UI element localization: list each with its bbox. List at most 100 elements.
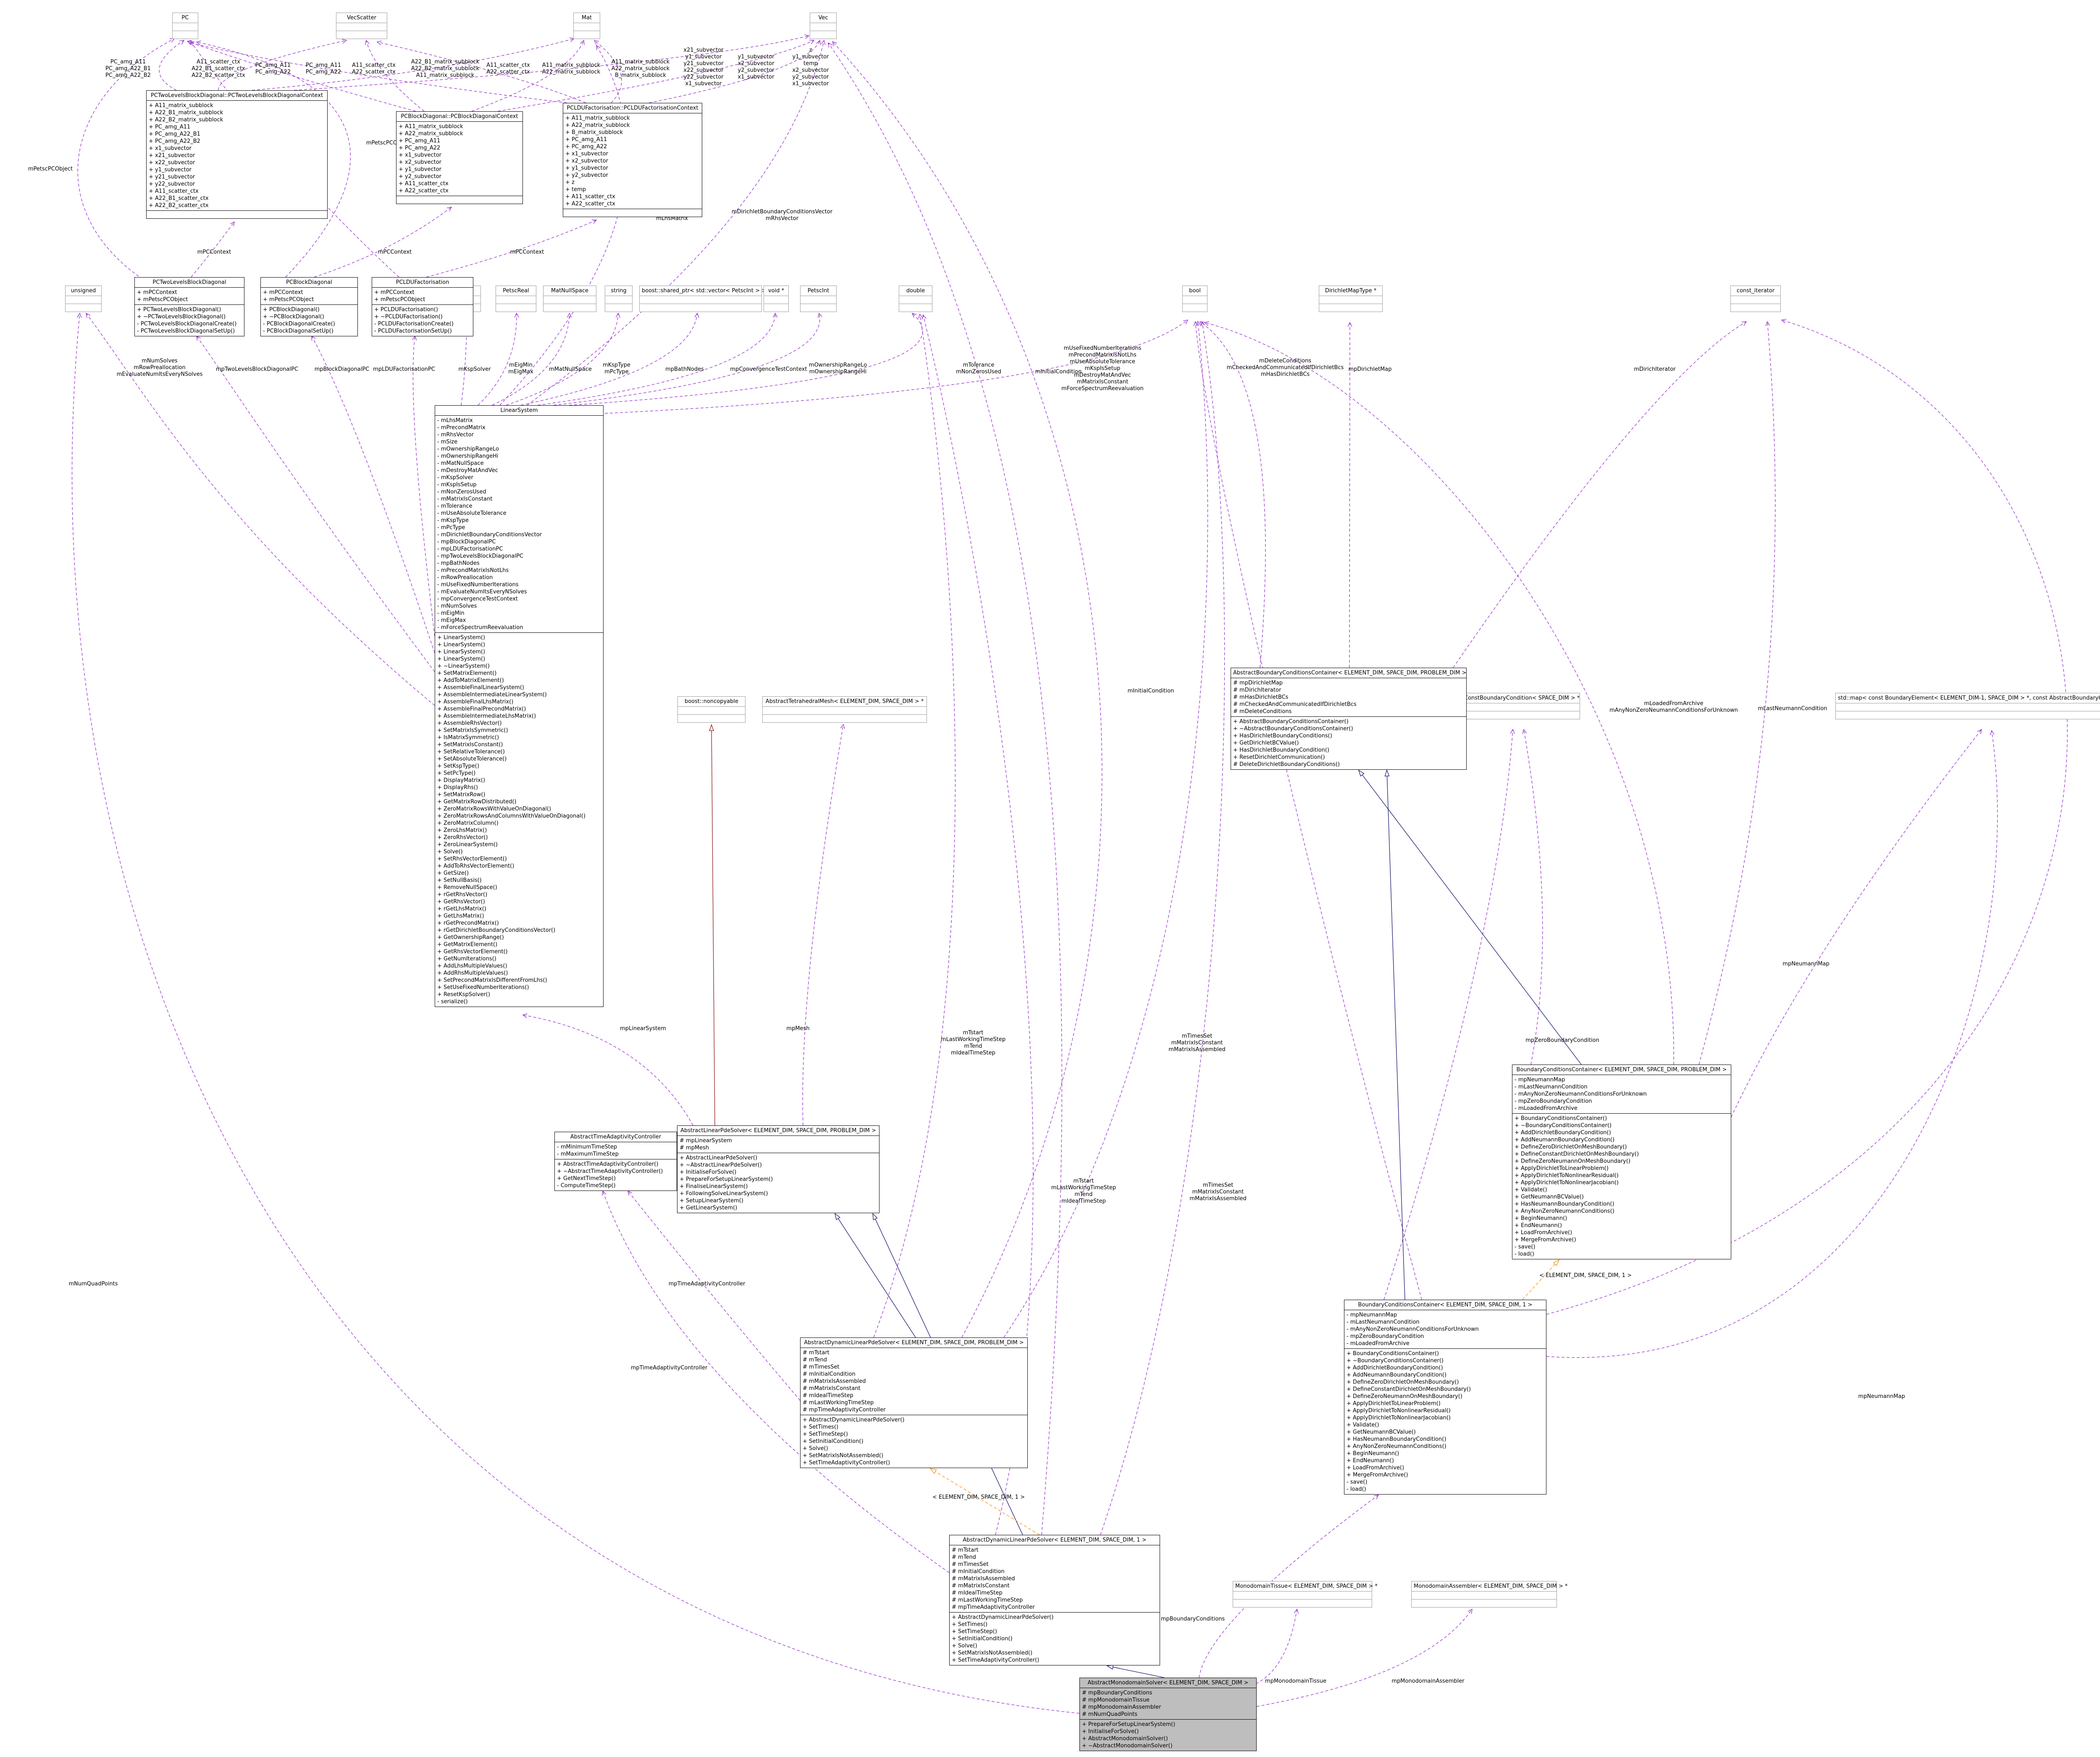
- class-node-bccP[interactable]: BoundaryConditionsContainer< ELEMENT_DIM…: [1512, 1065, 1731, 1259]
- method-row: + AbstractDynamicLinearPdeSolver(): [803, 1417, 905, 1423]
- class-node-unsigned[interactable]: unsigned: [65, 286, 102, 312]
- methods-section: + PrepareForSetupLinearSystem()+ Initial…: [1080, 1719, 1256, 1751]
- class-node-matnullspace[interactable]: MatNullSpace: [543, 286, 596, 312]
- method-row: + ZeroLinearSystem(): [437, 842, 498, 848]
- class-node-dirichmaptype[interactable]: DirichletMapType *: [1319, 286, 1383, 312]
- class-node-monoassembler[interactable]: MonodomainAssembler< ELEMENT_DIM, SPACE_…: [1411, 1581, 1567, 1608]
- attributes-section: + mPCContext+ mPetscPCObject: [135, 288, 244, 304]
- class-title: PCBlockDiagonal::PCBlockDiagonalContext: [396, 112, 522, 122]
- class-node-absmono[interactable]: AbstractMonodomainSolver< ELEMENT_DIM, S…: [1079, 1678, 1257, 1751]
- attribute-row: + A22_B1_scatter_ctx: [149, 195, 209, 202]
- class-node-constbc[interactable]: ConstBoundaryCondition< SPACE_DIM > *: [1462, 693, 1580, 719]
- attribute-row: + PC_amg_A11: [149, 124, 191, 130]
- edge-label: mpBathNodes: [665, 366, 704, 372]
- method-row: + AbstractMonodomainSolver(): [1082, 1736, 1168, 1742]
- attributes-section: [1836, 703, 2100, 711]
- class-node-absmesh[interactable]: AbstractTetrahedralMesh< ELEMENT_DIM, SP…: [762, 696, 927, 723]
- class-node-linearsystem[interactable]: LinearSystem- mLhsMatrix- mPrecondMatrix…: [435, 405, 604, 1007]
- usage-edge: [376, 40, 586, 103]
- class-node-stdmap[interactable]: std::map< const BoundaryElement< ELEMENT…: [1835, 693, 2100, 719]
- attribute-row: - mpTwoLevelsBlockDiagonalPC: [437, 553, 523, 559]
- attribute-row: - mpBlockDiagonalPC: [437, 539, 496, 545]
- method-row: + MergeFromArchive(): [1347, 1472, 1408, 1478]
- class-node-double[interactable]: double: [899, 286, 932, 312]
- edge-label: mpZeroBoundaryCondition: [1525, 1037, 1599, 1044]
- class-node-ctxblock[interactable]: PCBlockDiagonal::PCBlockDiagonalContext+…: [396, 111, 523, 204]
- class-node-mat[interactable]: Mat: [573, 13, 600, 39]
- method-row: + SetPrecondMatrixIsDifferentFromLhs(): [437, 977, 547, 983]
- attribute-row: # mLastWorkingTimeStep: [803, 1400, 874, 1406]
- attribute-row: + A11_scatter_ctx: [149, 188, 199, 194]
- edge-label: mpMesh: [786, 1025, 810, 1032]
- method-row: + PCTwoLevelsBlockDiagonal(): [137, 307, 221, 313]
- attribute-row: + y1_subvector: [399, 166, 441, 173]
- class-node-petscreal[interactable]: PetscReal: [496, 286, 536, 312]
- class-node-pclduclass[interactable]: PCLDUFactorisation+ mPCContext+ mPetscPC…: [372, 277, 473, 336]
- class-node-string[interactable]: string: [605, 286, 633, 312]
- method-row: + ApplyDirichletToNonlinearResidual(): [1515, 1172, 1619, 1179]
- method-row: + GetRhsVector(): [437, 899, 485, 905]
- attributes-section: - mLhsMatrix- mPrecondMatrix- mRhsVector…: [435, 416, 603, 632]
- class-node-bool[interactable]: bool: [1182, 286, 1208, 312]
- attribute-row: - mEigMin: [437, 610, 465, 616]
- class-node-monotissue[interactable]: MonodomainTissue< ELEMENT_DIM, SPACE_DIM…: [1233, 1581, 1378, 1608]
- attribute-row: + mPCContext: [374, 289, 415, 296]
- class-title: PetscReal: [496, 286, 536, 296]
- usage-edge: [1246, 1608, 1473, 1709]
- edge-label: A11_matrix_subblock A22_matrix_subblock …: [611, 59, 670, 79]
- attribute-row: - mMatrixIsConstant: [437, 496, 493, 502]
- class-node-pc[interactable]: PC: [172, 13, 198, 39]
- class-node-vecscatter[interactable]: VecScatter: [336, 13, 387, 39]
- attributes-section: [678, 707, 745, 714]
- class-node-conditer[interactable]: const_iterator: [1730, 286, 1781, 312]
- class-node-ctx2lvl[interactable]: PCTwoLevelsBlockDiagonal::PCTwoLevelsBlo…: [146, 90, 328, 219]
- attributes-section: [173, 23, 198, 31]
- class-node-petscint[interactable]: PetscInt: [800, 286, 837, 312]
- attributes-section: [543, 296, 596, 304]
- methods-section: + AbstractDynamicLinearPdeSolver()+ SetT…: [801, 1415, 1027, 1468]
- method-row: - PCLDUFactorisationCreate(): [374, 321, 454, 327]
- attribute-row: + A11_scatter_ctx: [399, 181, 449, 187]
- attribute-row: # mpLinearSystem: [680, 1138, 732, 1144]
- class-node-pc2lvlclass[interactable]: PCTwoLevelsBlockDiagonal+ mPCContext+ mP…: [134, 277, 244, 336]
- attribute-row: - mKspIsSetup: [437, 482, 477, 488]
- edge-label: mpNeumannMap: [1858, 1393, 1905, 1400]
- edge-label: z y1_subvector temp x2_subvector y2_subv…: [792, 47, 829, 87]
- class-node-abslinsolver[interactable]: AbstractLinearPdeSolver< ELEMENT_DIM, SP…: [677, 1125, 879, 1213]
- method-row: + DefineZeroDirichletOnMeshBoundary(): [1515, 1144, 1627, 1150]
- class-node-absdyn1[interactable]: AbstractDynamicLinearPdeSolver< ELEMENT_…: [949, 1535, 1160, 1665]
- class-node-vec[interactable]: Vec: [810, 13, 837, 39]
- attribute-row: # mHasDirichletBCs: [1233, 694, 1289, 700]
- method-row: - load(): [1515, 1251, 1534, 1257]
- method-row: + EndNeumann(): [1515, 1222, 1562, 1229]
- class-node-noncopyable[interactable]: boost::noncopyable: [677, 696, 746, 723]
- class-node-absbcc[interactable]: AbstractBoundaryConditionsContainer< ELE…: [1231, 668, 1467, 770]
- edge-label: mTimesSet mMatrixIsConstant mMatrixIsAss…: [1168, 1033, 1226, 1053]
- method-row: + AbstractLinearPdeSolver(): [680, 1155, 758, 1161]
- method-row: + ResetDirichletCommunication(): [1233, 754, 1325, 760]
- edge-label: mpTimeAdaptivityController: [630, 1365, 708, 1371]
- class-node-pcblockclass[interactable]: PCBlockDiagonal+ mPCContext+ mPetscPCObj…: [260, 277, 358, 336]
- class-node-sharedptr[interactable]: boost::shared_ptr< std::vector< PetscInt…: [639, 286, 766, 312]
- class-node-abstimectrl[interactable]: AbstractTimeAdaptivityController- mMinim…: [554, 1132, 677, 1191]
- attribute-row: - mpZeroBoundaryCondition: [1347, 1333, 1424, 1340]
- attributes-section: # mTstart# mTend# mTimesSet# mInitialCon…: [950, 1545, 1160, 1612]
- edge-label: mpTwoLevelsBlockDiagonalPC: [215, 366, 299, 372]
- attribute-row: + z: [565, 179, 575, 186]
- class-node-ctxldu[interactable]: PCLDUFactorisation::PCLDUFactorisationCo…: [563, 103, 702, 217]
- class-node-absdynP[interactable]: AbstractDynamicLinearPdeSolver< ELEMENT_…: [800, 1337, 1028, 1468]
- class-node-voidptr[interactable]: void *: [764, 286, 789, 312]
- method-row: + SetUseFixedNumberIterations(): [437, 984, 529, 991]
- attribute-row: + y22_subvector: [149, 181, 195, 187]
- attributes-section: [763, 707, 927, 714]
- method-row: + DefineConstantDirichletOnMeshBoundary(…: [1347, 1386, 1471, 1392]
- usage-edge: [569, 313, 923, 406]
- edge-label: A11_scatter_ctx A22_scatter_ctx: [486, 62, 530, 75]
- inheritance-edge: [1384, 769, 1405, 1300]
- edge-label: A11_matrix_subblock A22_matrix_subblock: [542, 62, 601, 75]
- attributes-section: # mpDirichletMap# mDirichIterator# mHasD…: [1231, 678, 1466, 716]
- attribute-row: # mpBoundaryConditions: [1082, 1690, 1152, 1696]
- class-node-bcc1[interactable]: BoundaryConditionsContainer< ELEMENT_DIM…: [1344, 1300, 1546, 1495]
- method-row: + ~AbstractLinearPdeSolver(): [680, 1162, 762, 1168]
- attribute-row: + A22_matrix_subblock: [399, 131, 463, 137]
